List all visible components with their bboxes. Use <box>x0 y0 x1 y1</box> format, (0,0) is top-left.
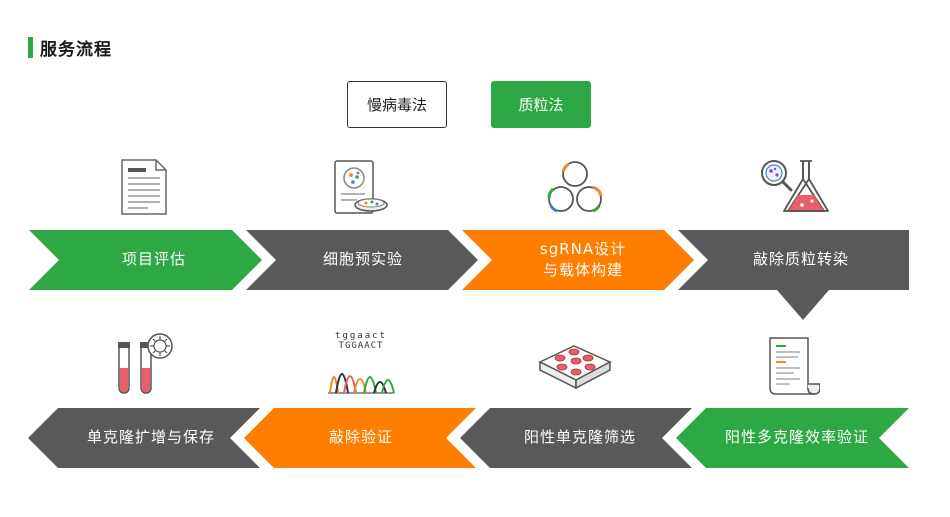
well-plate-icon <box>538 345 612 390</box>
sequence-bottom: TGGAACT <box>338 341 384 351</box>
plasmid-rings-icon <box>547 161 603 213</box>
tab-plasmid-method[interactable]: 质粒法 <box>491 81 591 128</box>
step-label-sgrna-design: sgRNA设计 与载体构建 <box>518 239 648 281</box>
sequence-top: tggaact <box>335 331 387 341</box>
step-label-positive-polyclone-verification: 阳性多克隆效率验证 <box>724 428 869 446</box>
tubes-icon <box>118 333 173 394</box>
step-label-project-evaluation: 项目评估 <box>121 250 186 268</box>
title-accent-bar <box>28 36 33 58</box>
page-title: 服务流程 <box>40 39 112 60</box>
sequencing-icon: tggaact TGGAACT <box>326 331 396 399</box>
step-arrow-project-evaluation <box>29 230 262 290</box>
step-label-cell-pre-experiment: 细胞预实验 <box>322 250 403 268</box>
step-arrow-monoclone-expansion <box>28 408 260 468</box>
document-icon <box>121 159 167 215</box>
step-label-plasmid-transfection: 敲除质粒转染 <box>752 250 849 268</box>
step-label-knockout-verification: 敲除验证 <box>328 428 393 446</box>
report-icon <box>769 337 820 395</box>
step-label-sgrna-line1: sgRNA设计 <box>539 240 627 258</box>
section-title: 服务流程 <box>28 36 112 60</box>
step-arrow-knockout-verification <box>244 408 476 468</box>
step-arrow-positive-polyclone-verification <box>676 408 909 468</box>
cell-report-icon <box>334 160 388 214</box>
step-label-positive-monoclone-screening: 阳性单克隆筛选 <box>523 428 636 446</box>
step-label-sgrna-line2: 与载体构建 <box>542 261 623 279</box>
step-arrow-plasmid-transfection <box>678 230 909 320</box>
step-arrow-sgrna-design <box>462 230 694 290</box>
step-label-monoclone-expansion: 单克隆扩增与保存 <box>86 428 215 446</box>
flask-icon <box>761 160 829 212</box>
step-arrow-cell-pre-experiment <box>246 230 478 290</box>
step-arrow-positive-monoclone-screening <box>460 408 692 468</box>
chromatogram-peaks <box>328 373 395 394</box>
tab-lentivirus-method[interactable]: 慢病毒法 <box>347 81 447 128</box>
